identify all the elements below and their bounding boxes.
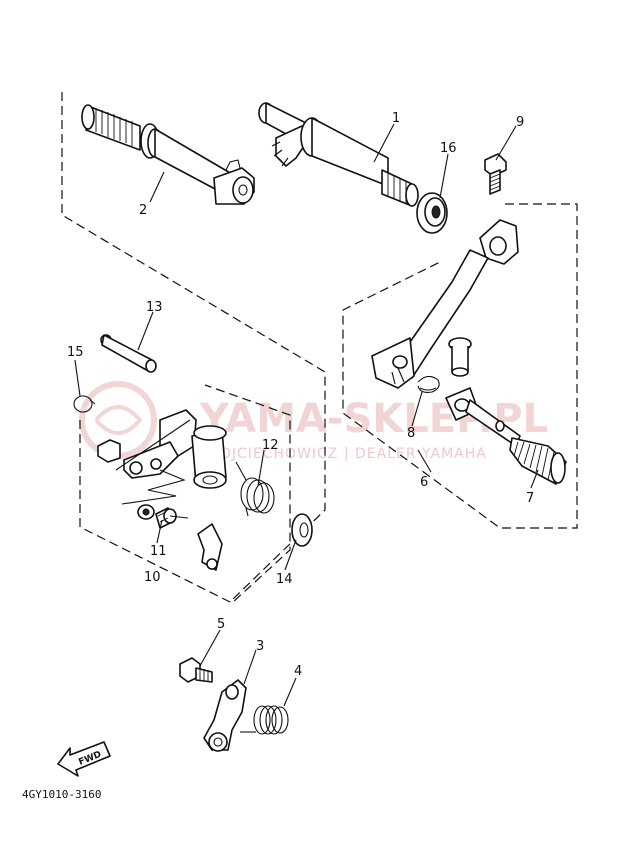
callout-1: 1: [392, 111, 400, 126]
callout-2: 2: [139, 203, 147, 218]
diagram-code: 4GY1010-3160: [22, 788, 101, 801]
callout-14: 14: [276, 572, 293, 587]
part-kick-crank: [371, 219, 519, 389]
callout-15: 15: [67, 345, 84, 360]
callout-10: 10: [144, 570, 161, 585]
part-bolt-lower: [179, 657, 213, 683]
callout-11: 11: [150, 544, 167, 559]
watermark-subtitle: WOJCIECHOWICZ | DEALER YAMAHA: [205, 446, 487, 462]
part-ratchet-assembly: [97, 409, 227, 571]
part-circlip-small: [73, 395, 96, 413]
callout-5: 5: [217, 617, 225, 632]
part-kick-axle: [81, 104, 255, 205]
callouts: 1 2 3 4 5 6 7 8 9 10 11 12 13 14 15 16: [67, 111, 534, 679]
callout-13: 13: [146, 300, 163, 315]
callout-9: 9: [516, 115, 524, 130]
part-dowel-pin: [100, 334, 157, 373]
part-lever-spring: [240, 705, 289, 735]
callout-4: 4: [294, 664, 302, 679]
callout-3: 3: [256, 639, 264, 654]
part-kick-shaft: [258, 102, 419, 207]
part-circlip: [417, 375, 440, 393]
callout-16: 16: [440, 141, 457, 156]
callout-12: 12: [262, 438, 279, 453]
callout-8: 8: [407, 426, 415, 441]
callout-7: 7: [526, 491, 534, 506]
fwd-arrow-icon: FWD: [57, 741, 111, 777]
part-bolt: [484, 153, 507, 195]
part-pivot-pin: [448, 337, 472, 377]
part-lever: [203, 679, 247, 752]
part-pedal: [445, 387, 567, 485]
leader-lines: [74, 123, 539, 707]
callout-6: 6: [420, 475, 428, 490]
part-ratchet-spring: [235, 461, 275, 517]
part-washer: [291, 513, 313, 547]
part-oil-seal: [416, 192, 448, 234]
